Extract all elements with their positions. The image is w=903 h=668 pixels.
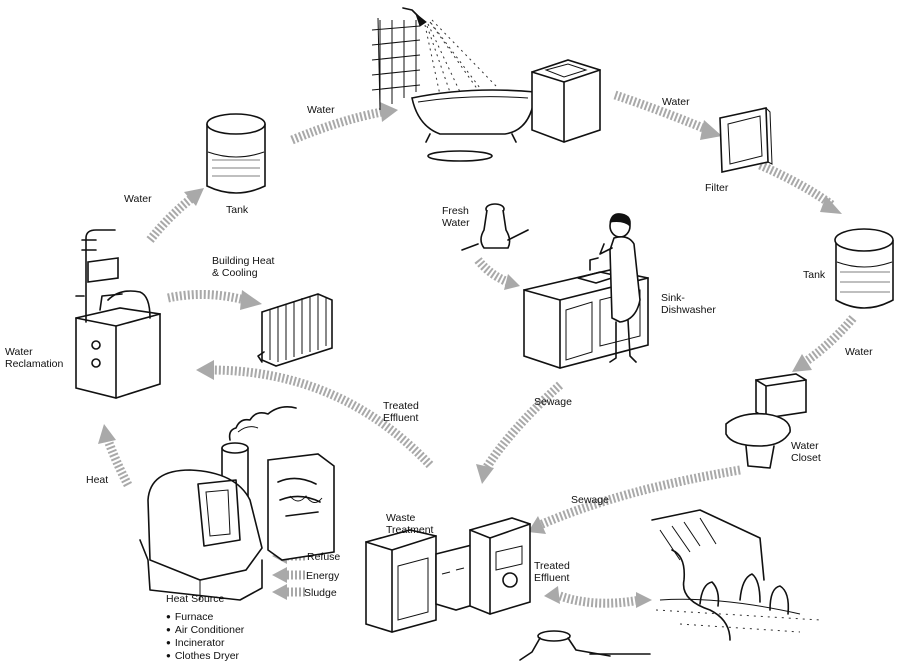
arrow-reclamation-to-building	[167, 289, 262, 310]
arrow-closet-to-treatment	[528, 465, 741, 534]
filter-icon	[719, 107, 773, 173]
water-closet-icon	[725, 373, 807, 469]
label-water-top: Water	[307, 104, 335, 116]
arrow-tank-to-bath	[290, 102, 398, 145]
heat-source-list: Furnace Air Conditioner Incinerator Clot…	[166, 611, 244, 663]
arrow-treatment-to-building	[196, 360, 434, 469]
heat-source-icon	[139, 406, 335, 601]
list-item: Furnace	[166, 611, 244, 624]
label-sewage-center: Sewage	[534, 396, 572, 408]
washing-machine-icon	[531, 59, 601, 143]
tank-left-icon	[206, 113, 266, 194]
label-sewage-right: Sewage	[571, 494, 609, 506]
fresh-water-valve-icon	[461, 203, 529, 251]
arrow-filter-to-tank	[758, 160, 842, 214]
list-item: Air Conditioner	[166, 624, 244, 637]
label-building-heat-cooling: Building Heat& Cooling	[212, 255, 275, 279]
list-item: Incinerator	[166, 637, 244, 650]
label-water-left: Water	[124, 193, 152, 205]
label-refuse: Refuse	[307, 551, 341, 563]
waste-treatment-icon	[365, 517, 531, 633]
radiator-icon	[257, 293, 333, 367]
label-sludge: Sludge	[304, 587, 337, 599]
sink-dishwasher-icon	[523, 213, 649, 369]
arrow-tank-to-closet	[792, 315, 857, 372]
list-item: Clothes Dryer	[166, 650, 244, 663]
arrow-fresh-water-to-sink	[474, 257, 520, 290]
bathtub-shower-icon	[371, 7, 536, 162]
soil-irrigation-icon	[651, 509, 821, 641]
label-energy: Energy	[306, 570, 340, 582]
arrow-sludge-to-heat-source	[272, 584, 305, 600]
label-sink-dishwasher: Sink-Dishwasher	[661, 292, 716, 316]
label-filter: Filter	[705, 182, 729, 194]
label-tank-right: Tank	[803, 269, 826, 281]
water-reclamation-icon	[75, 229, 161, 399]
arrow-energy-to-heat-source	[272, 567, 305, 583]
label-heat-source: Heat Source	[166, 593, 225, 605]
arrow-sink-to-treatment	[476, 381, 564, 484]
drain-pipe-icon	[519, 630, 651, 661]
label-tank-left: Tank	[226, 204, 249, 216]
tank-right-icon	[834, 228, 894, 309]
arrow-bath-to-filter	[613, 90, 722, 140]
arrow-reclamation-to-tank	[146, 188, 204, 243]
arrow-effluent-to-soil	[544, 586, 652, 608]
label-water-to-filter: Water	[662, 96, 690, 108]
label-heat: Heat	[86, 474, 109, 486]
label-water-right: Water	[845, 346, 873, 358]
arrow-heat-to-reclamation	[98, 424, 132, 488]
